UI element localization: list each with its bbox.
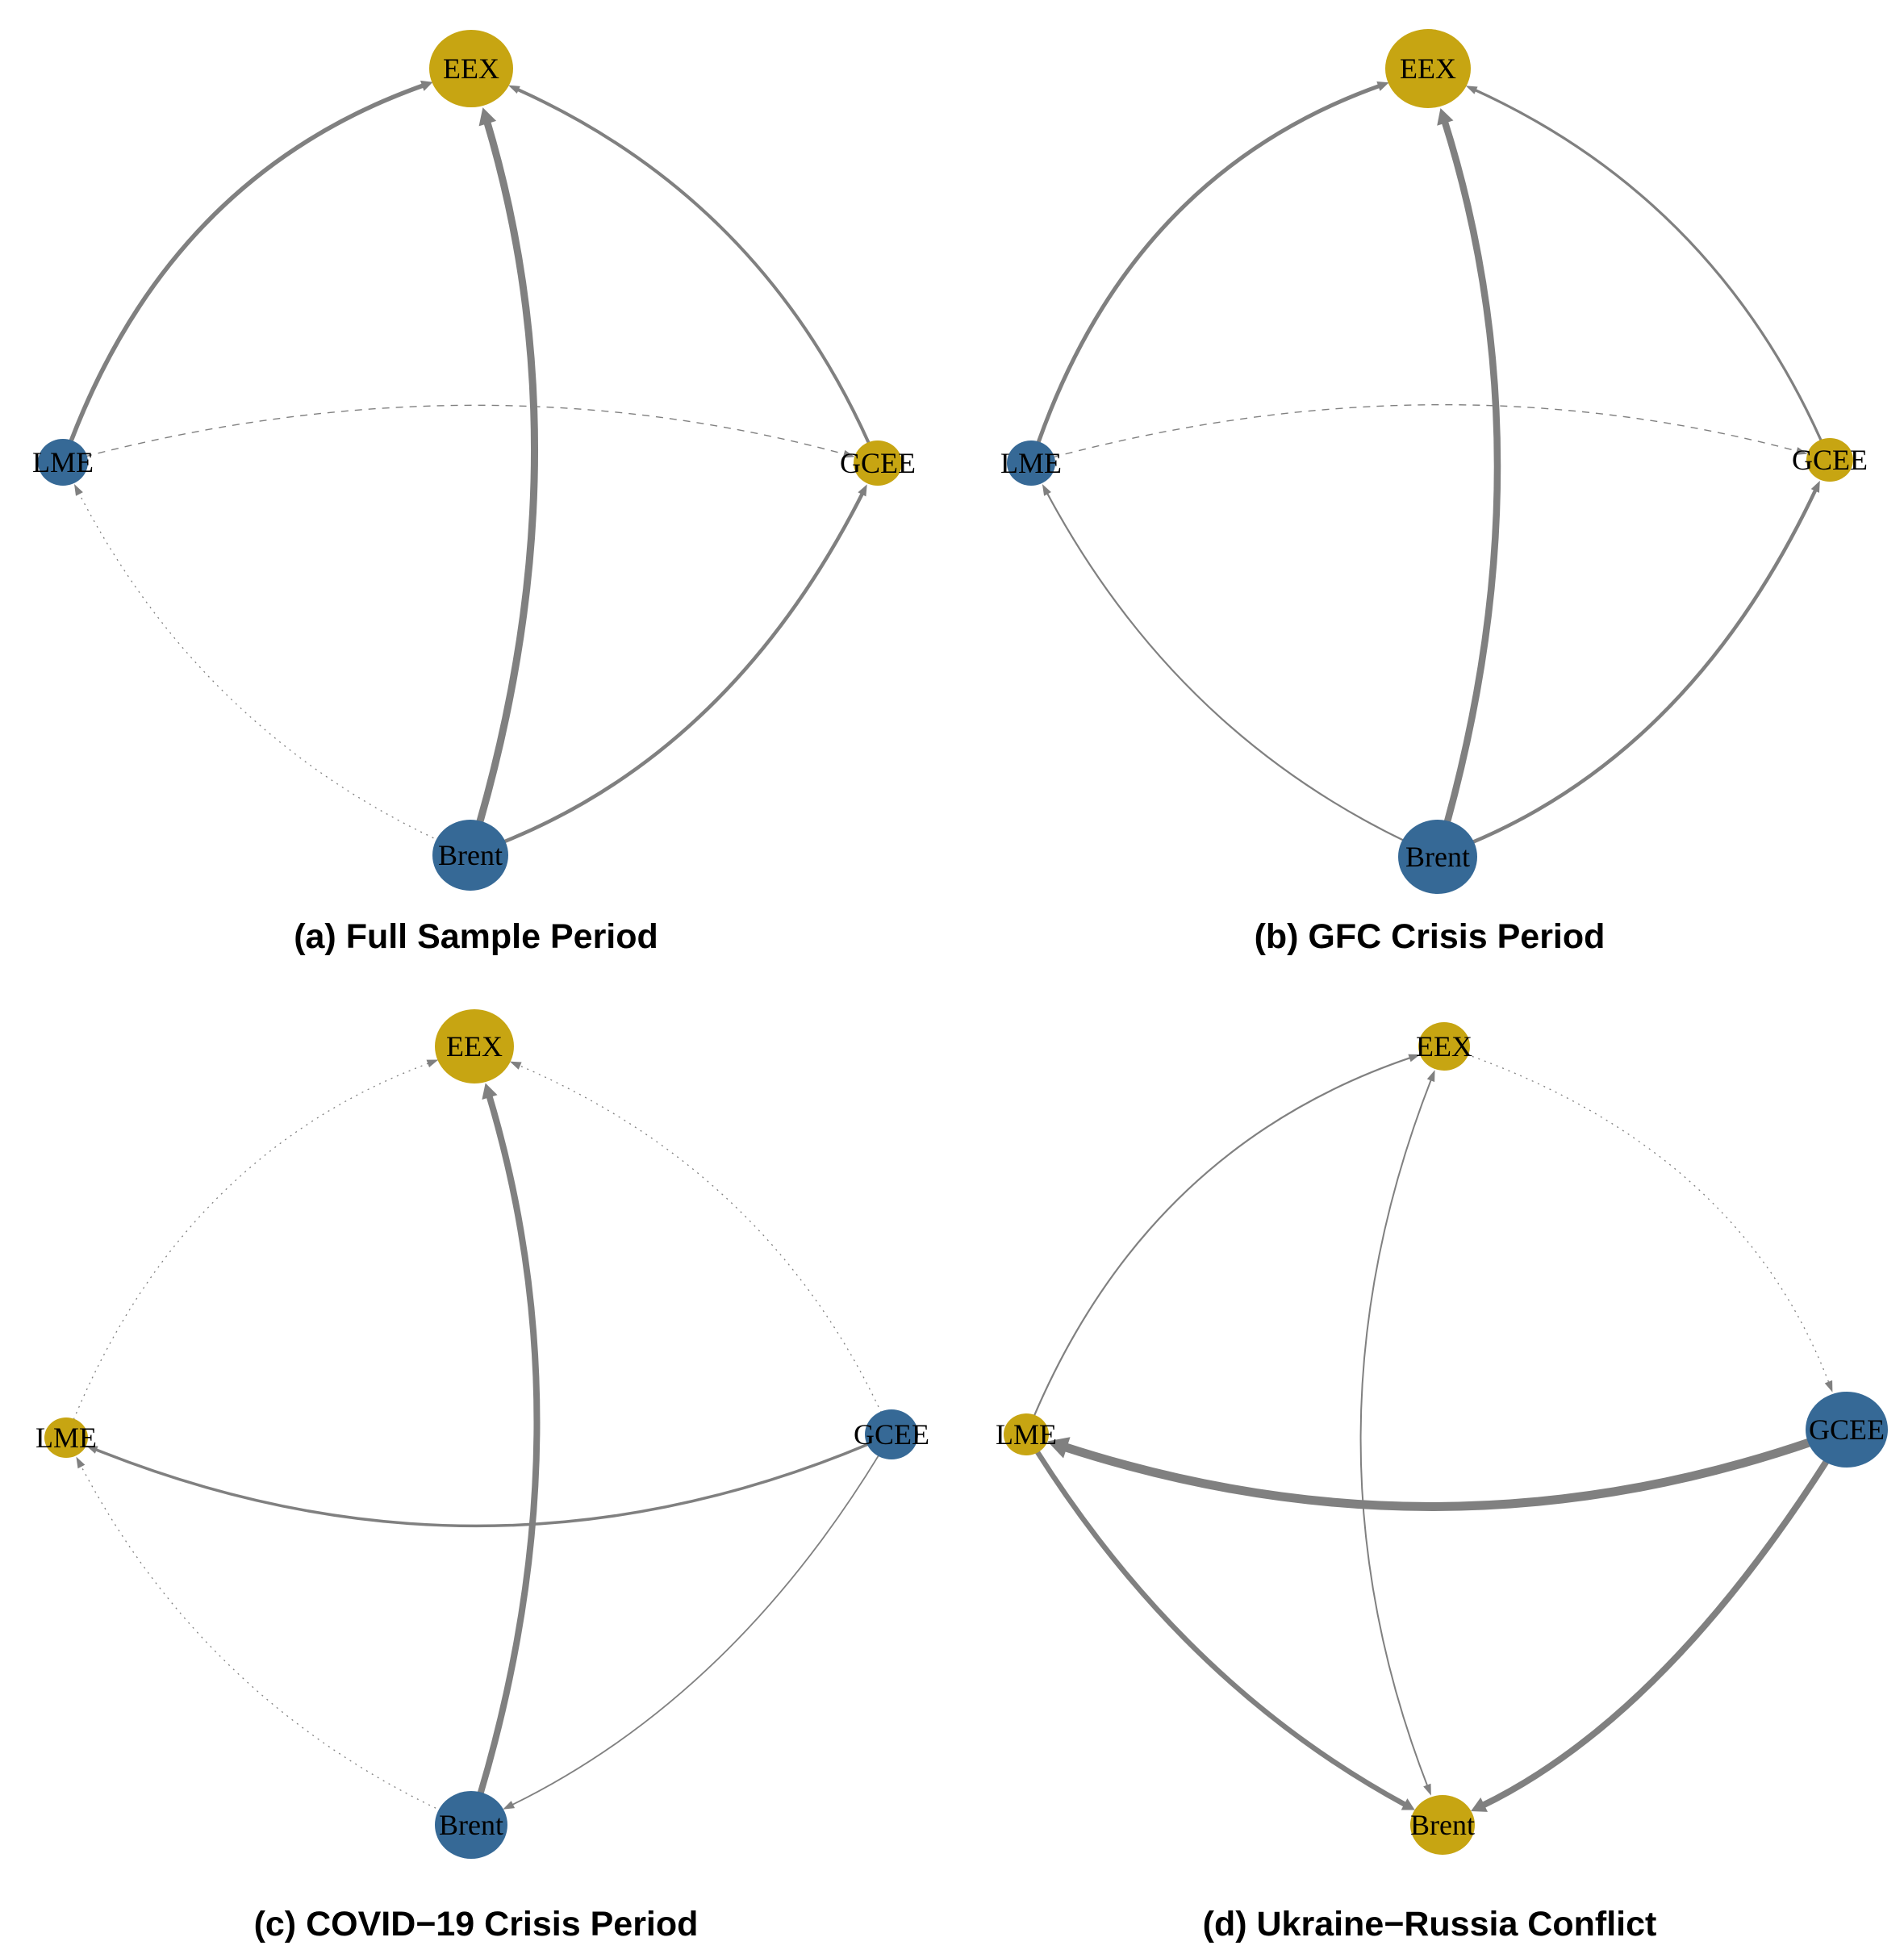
arrowhead-GCEE-EEX [509, 1061, 522, 1070]
arrowhead-Brent-EEX [1437, 107, 1454, 126]
edge-Brent-EEX [1359, 1078, 1433, 1788]
edge-Brent-LME [1046, 491, 1406, 842]
edge-GCEE-LME [94, 1442, 871, 1528]
arrowhead-Brent-EEX [1426, 1070, 1435, 1083]
node-label-EEX: EEX [1416, 1030, 1472, 1063]
node-EEX [1418, 1022, 1470, 1071]
panel-caption-d: (d) Ukraine−Russia Conflict [1203, 1905, 1657, 1944]
arrowhead-LME-EEX [420, 80, 433, 91]
node-label-Brent: Brent [1405, 841, 1470, 873]
node-LME [1004, 1413, 1049, 1455]
edge-GCEE-Brent [1480, 1459, 1830, 1810]
edge-GCEE-EEX [1473, 88, 1823, 441]
edge-GCEE-Brent [510, 1454, 880, 1806]
edge-Brent-GCEE [1469, 487, 1818, 845]
arrowhead-GCEE-LME [1047, 1437, 1071, 1459]
edge-LME-GCEE [84, 404, 846, 457]
node-EEX [435, 1009, 514, 1083]
arrowhead-Brent-LME [74, 484, 83, 496]
panel-b: EEX LME GCEE Brent (b) GFC Crisis Period [1000, 29, 1868, 956]
edge-Brent-EEX [1441, 119, 1501, 824]
node-label-GCEE: GCEE [840, 447, 916, 479]
edge-EEX-GCEE [1465, 1054, 1831, 1384]
arrowhead-EEX-GCEE [1824, 1380, 1833, 1392]
panel-c: EEX LME GCEE Brent (c) COVID−19 Crisis Perio… [35, 1009, 929, 1944]
node-label-GCEE: GCEE [1809, 1413, 1885, 1446]
edge-Brent-LME [80, 1464, 442, 1812]
arrowhead-GCEE-LME [86, 1445, 98, 1454]
node-label-GCEE: GCEE [1792, 444, 1868, 476]
node-label-LME: LME [32, 446, 94, 478]
arrowhead-LME-EEX [426, 1059, 439, 1068]
edge-GCEE-EEX [516, 87, 871, 445]
arrowhead-GCEE-Brent [1471, 1797, 1489, 1812]
node-label-GCEE: GCEE [854, 1418, 929, 1451]
edge-Brent-EEX [477, 1093, 541, 1795]
edge-LME-GCEE [1051, 403, 1799, 458]
arrowhead-Brent-GCEE [858, 484, 867, 497]
edge-GCEE-LME [1061, 1437, 1814, 1511]
arrowhead-Brent-LME [1042, 484, 1051, 496]
arrowhead-GCEE-EEX [1465, 86, 1478, 94]
node-label-LME: LME [996, 1418, 1057, 1451]
node-EEX [1385, 29, 1471, 108]
edge-LME-EEX [73, 1062, 431, 1420]
arrowhead-Brent-LME [76, 1456, 86, 1469]
node-label-LME: LME [35, 1422, 97, 1454]
panel-caption-c: (c) COVID−19 Crisis Period [254, 1905, 699, 1944]
arrowhead-Brent-EEX [482, 1083, 498, 1100]
panel-a: EEX LME GCEE Brent (a) Full Sample Period [32, 30, 916, 956]
node-label-LME: LME [1000, 447, 1062, 479]
node-LME [38, 439, 88, 486]
node-label-EEX: EEX [443, 52, 499, 85]
arrowhead-LME-GCEE [1795, 447, 1808, 455]
panel-caption-a: (a) Full Sample Period [294, 917, 658, 956]
node-label-Brent: Brent [438, 839, 503, 871]
node-label-EEX: EEX [1400, 52, 1456, 85]
node-label-EEX: EEX [446, 1030, 503, 1063]
node-LME [1007, 440, 1055, 486]
node-Brent [432, 820, 508, 891]
arrowhead-Brent-EEX [478, 107, 497, 127]
arrowhead-LME-GCEE [842, 449, 855, 458]
arrowhead-GCEE-Brent [503, 1801, 516, 1810]
edge-GCEE-EEX [517, 1064, 882, 1413]
edge-LME-EEX [69, 82, 425, 442]
node-GCEE [865, 1409, 918, 1459]
edge-Brent-EEX [476, 119, 538, 824]
node-EEX [429, 30, 513, 107]
node-GCEE [1806, 1392, 1888, 1468]
arrowhead-LME-EEX [1376, 81, 1389, 91]
panel-d: EEX LME GCEE Brent (d) Ukraine−Russia Confli… [996, 1022, 1888, 1944]
arrowhead-LME-EEX [1408, 1054, 1421, 1063]
edge-Brent-LME [77, 491, 440, 841]
node-GCEE [854, 440, 902, 486]
arrowhead-EEX-Brent [1423, 1783, 1431, 1796]
edge-LME-Brent [1034, 1450, 1408, 1808]
edge-Brent-GCEE [501, 491, 865, 845]
arrowhead-Brent-GCEE [1810, 480, 1820, 493]
edge-LME-EEX [1036, 83, 1381, 444]
node-Brent [1398, 820, 1477, 894]
arrowhead-LME-Brent [1401, 1798, 1415, 1810]
arrowhead-GCEE-EEX [507, 85, 520, 94]
edge-LME-EEX [1033, 1056, 1412, 1417]
node-Brent [1410, 1795, 1475, 1855]
node-GCEE [1806, 438, 1853, 482]
panel-caption-b: (b) GFC Crisis Period [1255, 917, 1605, 956]
node-label-Brent: Brent [1410, 1809, 1475, 1841]
node-LME [44, 1417, 88, 1458]
node-label-Brent: Brent [439, 1809, 503, 1841]
node-Brent [435, 1791, 507, 1859]
